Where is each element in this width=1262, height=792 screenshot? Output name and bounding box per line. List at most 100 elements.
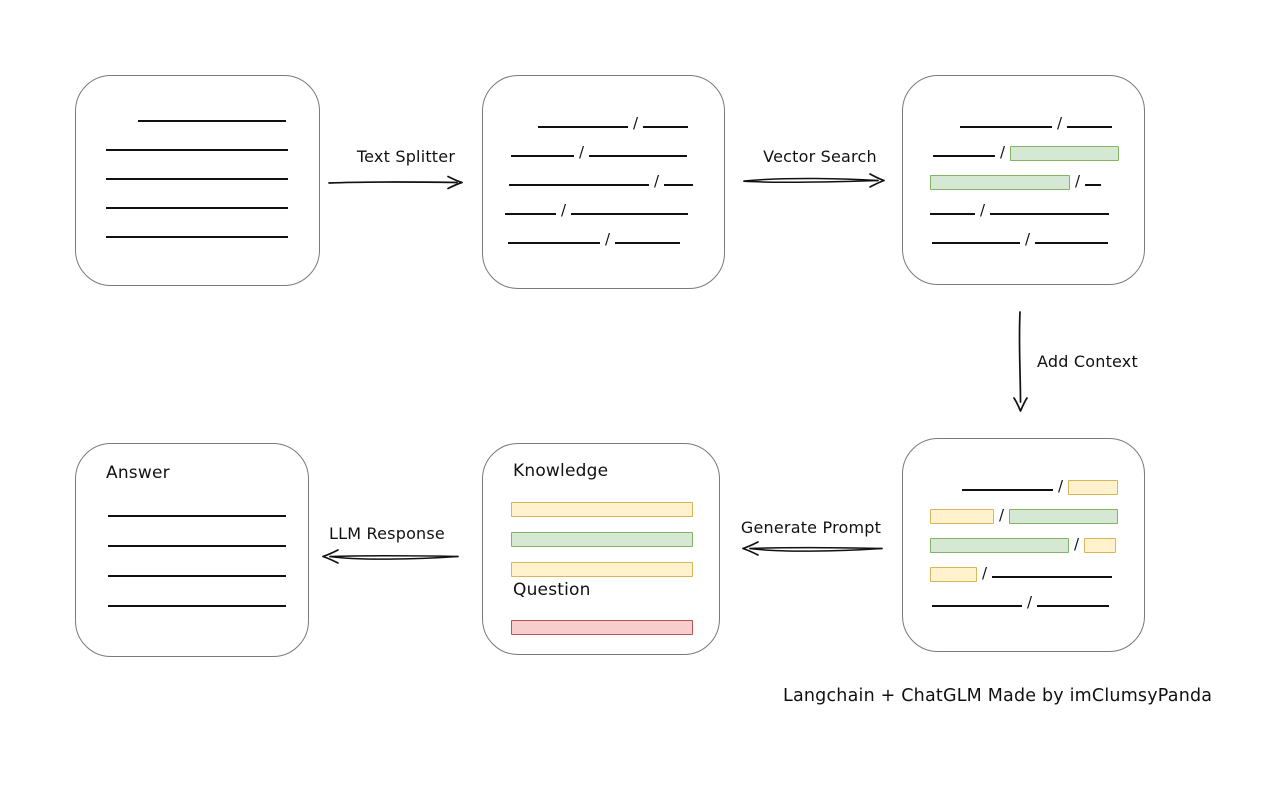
source-document-box (75, 75, 320, 286)
text-line (505, 213, 556, 215)
slash-separator: / (605, 230, 611, 248)
text-line (664, 184, 694, 186)
chunk-row (511, 606, 693, 636)
text-line (1067, 126, 1113, 128)
text-line (571, 213, 689, 215)
text-line (138, 120, 286, 122)
diagram-caption: Langchain + ChatGLM Made by imClumsyPand… (783, 686, 1213, 706)
slash-separator: / (982, 564, 988, 582)
chunk-row: / (903, 554, 1144, 583)
text-line (930, 213, 975, 215)
chunk-row: / (483, 162, 724, 191)
chunk-bar-yellow (930, 567, 977, 582)
chunk-row: / (903, 496, 1144, 525)
text-splitter-label: Text Splitter (356, 147, 456, 166)
chunk-row (76, 127, 319, 156)
split-chunks-box: / / / / / (482, 75, 725, 289)
knowledge-label: Knowledge (513, 461, 609, 481)
chunk-row (76, 214, 319, 243)
add-context-label: Add Context (1037, 352, 1138, 371)
text-line (538, 126, 628, 128)
text-line (106, 207, 288, 209)
llm-response-arrow (322, 549, 459, 564)
text-line (643, 126, 689, 128)
question-bar (511, 606, 693, 636)
chunk-row (511, 518, 693, 548)
chunk-row (76, 185, 319, 214)
answer-box: Answer (75, 443, 309, 657)
slash-separator: / (1058, 477, 1064, 495)
chunk-bar-yellow (1068, 480, 1119, 495)
answer-lines (108, 492, 286, 612)
text-line (932, 242, 1020, 244)
text-line (508, 242, 600, 244)
chunk-bar-red (511, 620, 693, 635)
text-line (992, 576, 1113, 578)
chunk-row: / (903, 220, 1144, 249)
chunk-row: / (903, 525, 1144, 554)
chunk-bar-green (511, 532, 693, 547)
slash-separator: / (633, 114, 639, 132)
slash-separator: / (999, 506, 1005, 524)
chunk-row: / (483, 133, 724, 162)
chunk-row: / (483, 104, 724, 133)
slash-separator: / (1074, 535, 1080, 553)
text-line (511, 155, 574, 157)
question-label: Question (513, 580, 591, 600)
chunk-bar-green (930, 175, 1070, 190)
generate-prompt-arrow (742, 541, 883, 556)
chunk-row (108, 552, 286, 582)
vector-search-arrow (743, 173, 885, 188)
chunk-row: / (483, 220, 724, 249)
text-line (960, 126, 1052, 128)
text-line (106, 178, 288, 180)
context-chunks-box: / / / / / (902, 438, 1145, 652)
chunk-bar-green (1009, 509, 1119, 524)
chunk-row: / (903, 133, 1144, 162)
document-lines (76, 98, 319, 243)
slash-separator: / (1027, 593, 1033, 611)
chunk-row (76, 156, 319, 185)
vector-matches-box: ///// (902, 75, 1145, 285)
add-context-arrow (1013, 311, 1028, 412)
text-line (509, 184, 649, 186)
answer-label: Answer (106, 463, 170, 483)
vector-search-label: Vector Search (763, 147, 877, 166)
chunk-row: / (903, 583, 1144, 612)
text-line (962, 489, 1053, 491)
slash-separator: / (654, 172, 660, 190)
generate-prompt-label: Generate Prompt (740, 518, 882, 537)
text-splitter-arrow (328, 175, 463, 190)
chunk-bar-yellow (511, 562, 693, 577)
text-line (1037, 605, 1110, 607)
text-line (932, 605, 1022, 607)
chunk-bar-yellow (1084, 538, 1117, 553)
slash-separator: / (561, 201, 567, 219)
slash-separator: / (1075, 172, 1081, 190)
chunk-row: / (903, 191, 1144, 220)
chunk-row: / (903, 467, 1144, 496)
chunk-row (76, 98, 319, 127)
slash-separator: / (579, 143, 585, 161)
chunk-row (511, 488, 693, 518)
knowledge-bars (511, 488, 693, 578)
chunk-row (511, 548, 693, 578)
text-line (106, 149, 288, 151)
text-line (106, 236, 288, 238)
vector-match-lines: ///// (903, 104, 1144, 249)
slash-separator: / (980, 201, 986, 219)
chunk-bar-yellow (511, 502, 693, 517)
slash-separator: / (1000, 143, 1006, 161)
text-line (589, 155, 688, 157)
text-line (1085, 184, 1102, 186)
chunk-bar-green (1010, 146, 1120, 161)
text-line (933, 155, 995, 157)
chunk-row: / (903, 162, 1144, 191)
prompt-box: Knowledge Question (482, 443, 720, 655)
text-line (990, 213, 1110, 215)
text-line (108, 545, 286, 547)
text-line (615, 242, 681, 244)
split-chunk-lines: / / / / / (483, 104, 724, 249)
chunk-bar-yellow (930, 509, 994, 524)
slash-separator: / (1025, 230, 1031, 248)
